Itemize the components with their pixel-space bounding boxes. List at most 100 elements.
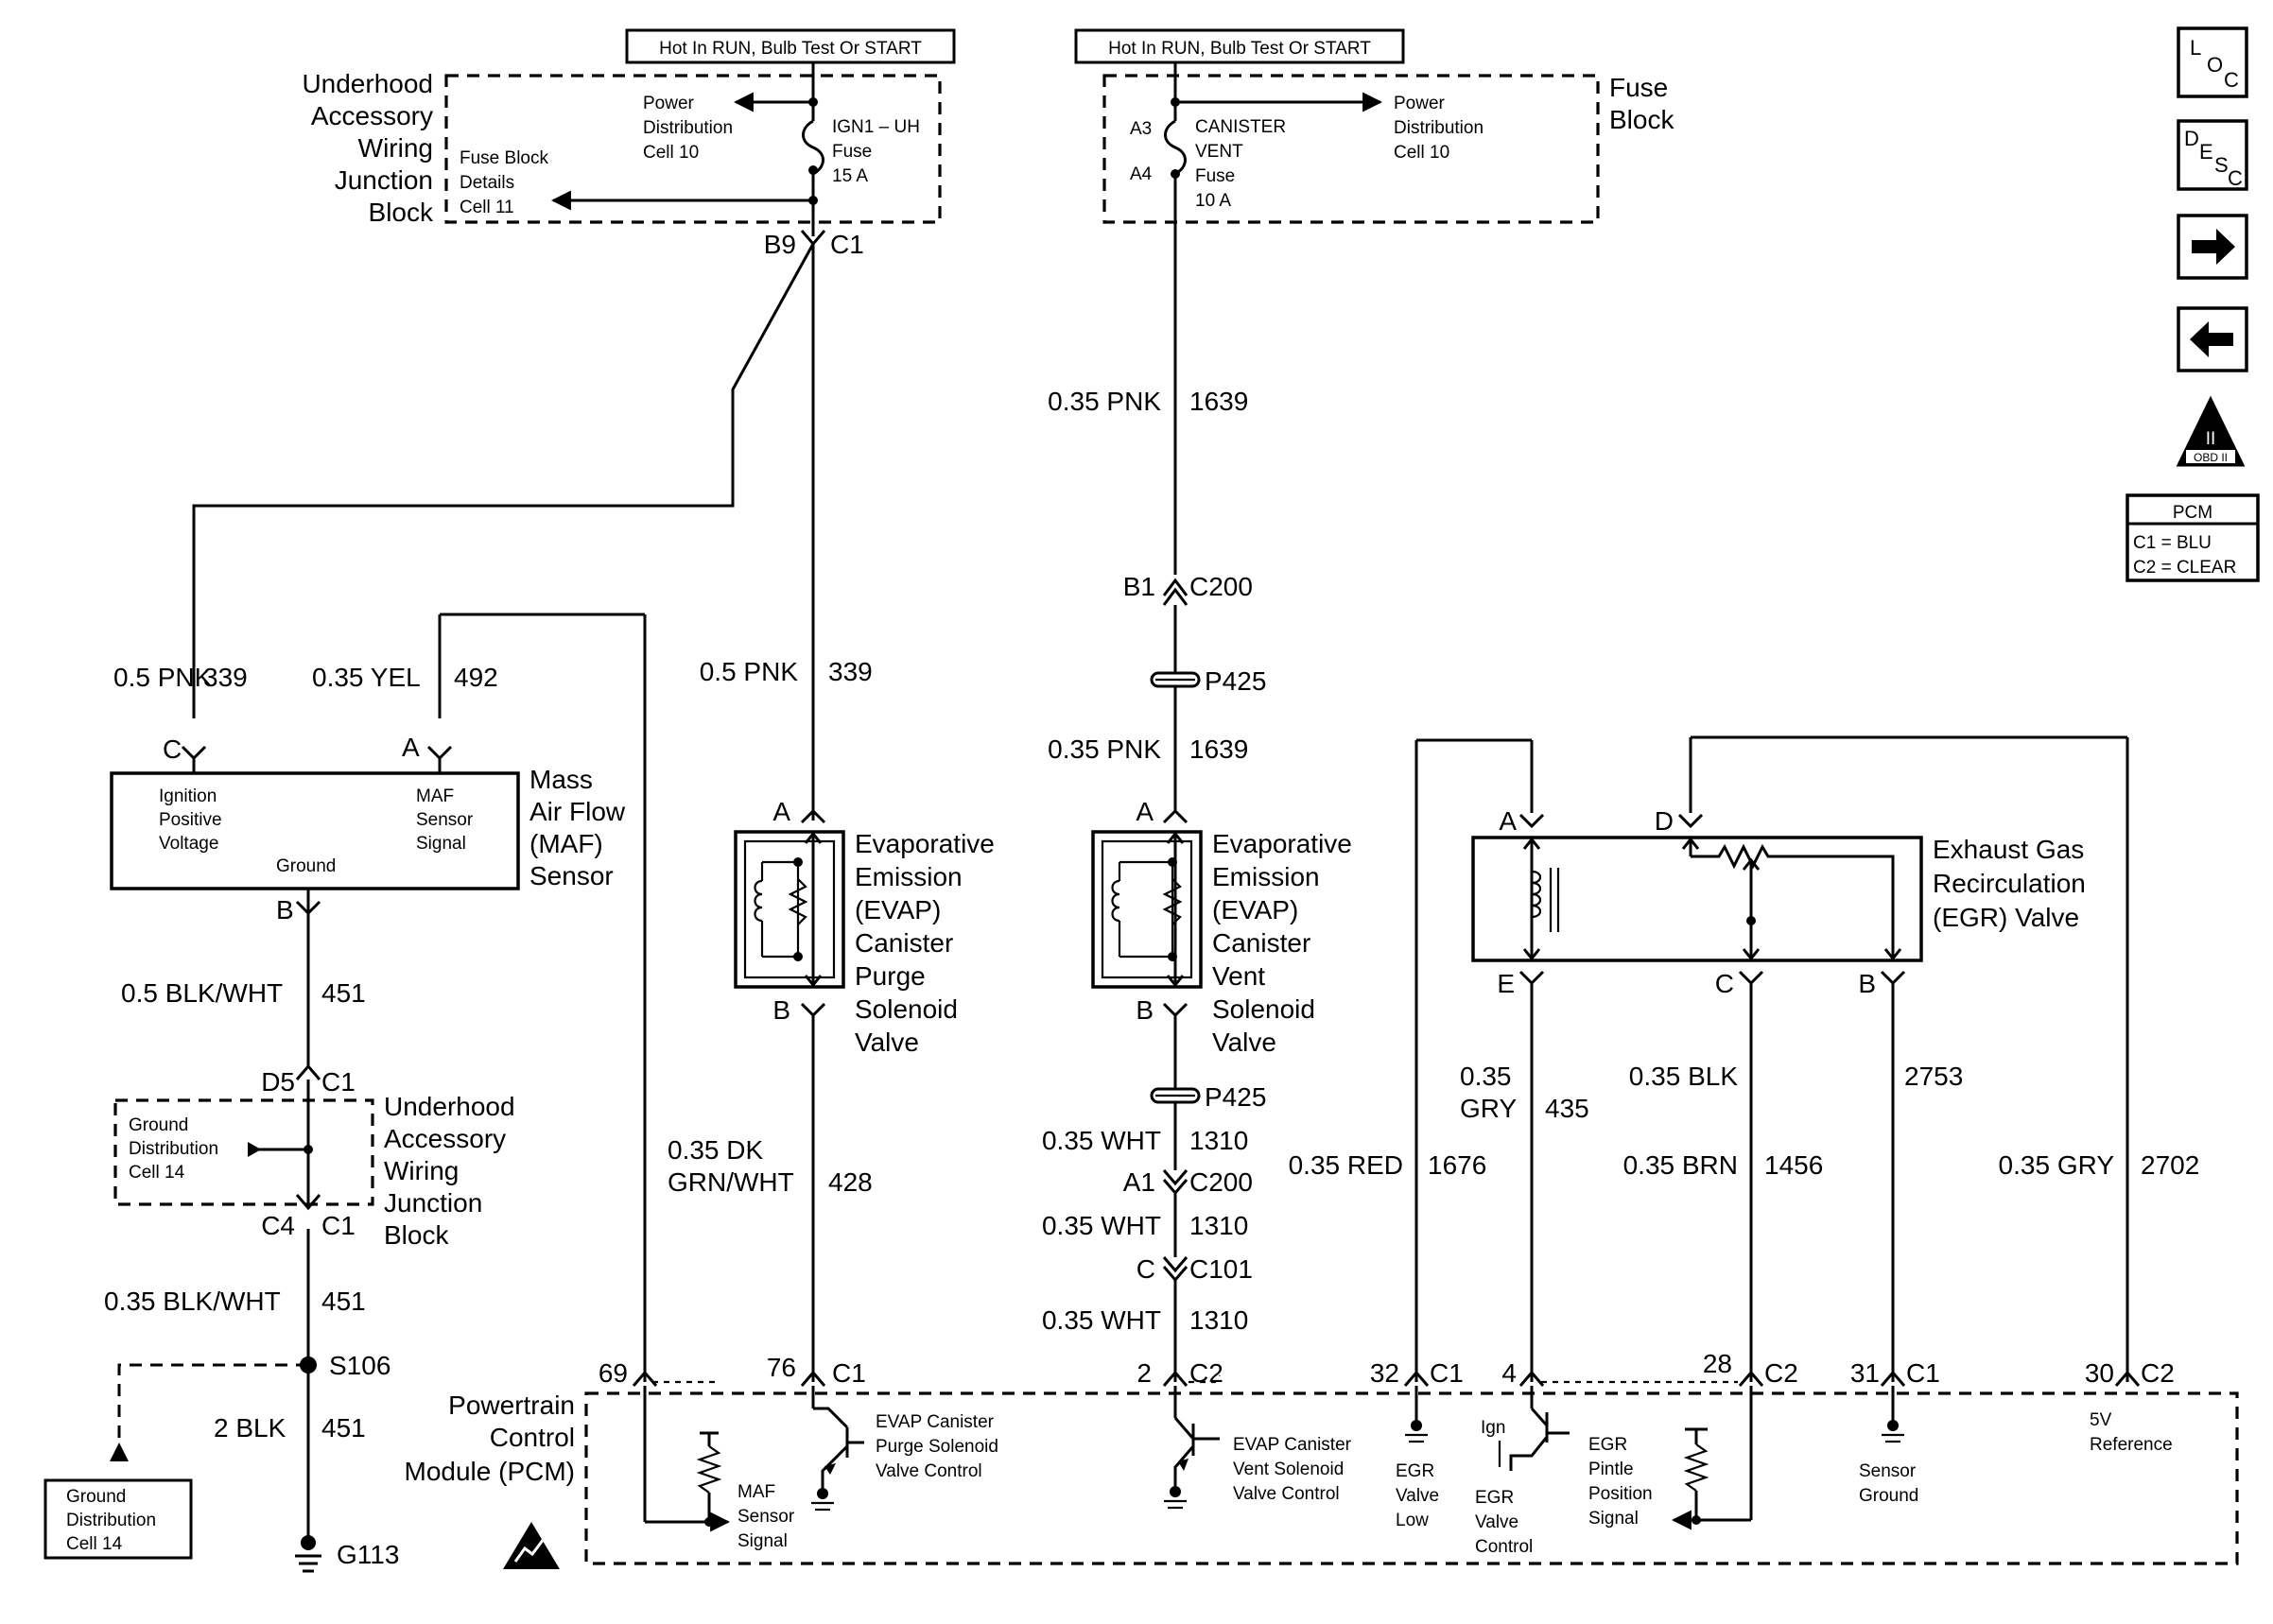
wire-1639-a-color: 0.35 PNK [1048,387,1161,416]
svg-text:Position: Position [1588,1484,1653,1504]
svg-text:Sensor: Sensor [737,1507,795,1527]
svg-text:Cell 10: Cell 10 [643,143,699,163]
svg-text:Signal: Signal [1588,1509,1639,1529]
esd-warning-icon [503,1522,560,1569]
svg-text:Sensor: Sensor [1859,1461,1917,1481]
svg-text:0.35: 0.35 [1460,1062,1512,1091]
svg-text:G113: G113 [337,1540,399,1569]
svg-text:II: II [2206,429,2216,449]
svg-text:0.35 PNK: 0.35 PNK [1048,734,1161,764]
svg-text:Exhaust Gas: Exhaust Gas [1933,835,2084,864]
svg-text:EGR: EGR [1475,1488,1514,1508]
svg-text:Distribution: Distribution [129,1139,218,1159]
svg-text:D5: D5 [261,1067,295,1097]
svg-text:O: O [2207,53,2223,77]
svg-text:31: 31 [1850,1358,1880,1388]
svg-text:Junction: Junction [335,165,433,195]
svg-text:GRY: GRY [1460,1094,1517,1123]
svg-text:Details: Details [460,173,514,193]
svg-text:C101: C101 [1189,1254,1253,1284]
svg-text:C: C [1136,1254,1155,1284]
svg-text:Purge: Purge [855,961,926,991]
svg-text:D: D [2184,127,2199,150]
connector-c200-a [1162,578,1189,606]
svg-text:Signal: Signal [737,1531,788,1551]
svg-text:Valve Control: Valve Control [1233,1484,1340,1504]
svg-text:492: 492 [454,663,498,692]
svg-text:Ign: Ign [1481,1418,1505,1438]
svg-text:P425: P425 [1205,1082,1266,1112]
svg-text:Junction: Junction [384,1188,482,1218]
svg-text:Powertrain: Powertrain [448,1391,575,1420]
svg-text:Wiring: Wiring [358,133,433,163]
svg-text:Sensor: Sensor [416,810,474,830]
svg-text:Block: Block [384,1220,449,1250]
svg-text:1310: 1310 [1189,1305,1248,1335]
top-left-fuse-block: Hot In RUN, Bulb Test Or START Underhood… [302,28,956,259]
hot-in-run-left: Hot In RUN, Bulb Test Or START [659,39,922,59]
svg-text:C: C [2224,68,2239,92]
svg-text:0.35 YEL: 0.35 YEL [312,663,421,692]
hot-in-run-right: Hot In RUN, Bulb Test Or START [1108,39,1371,59]
svg-text:B9: B9 [764,230,796,259]
svg-text:Distribution: Distribution [643,118,733,138]
svg-text:Power: Power [1394,94,1446,113]
svg-text:Reference: Reference [2090,1435,2173,1455]
svg-text:EGR: EGR [1588,1435,1627,1455]
svg-text:(MAF): (MAF) [529,829,603,858]
svg-text:30: 30 [2085,1358,2114,1388]
svg-text:1639: 1639 [1189,734,1248,764]
svg-text:428: 428 [828,1167,873,1197]
svg-text:C1: C1 [832,1358,866,1388]
svg-text:Emission: Emission [855,862,963,891]
svg-text:2: 2 [1136,1358,1152,1388]
next-button[interactable] [2177,214,2248,280]
ground-g113 [295,1535,321,1573]
svg-text:0.5 BLK/WHT: 0.5 BLK/WHT [121,978,283,1008]
svg-text:1456: 1456 [1764,1150,1823,1180]
sensor-ground-icon [1882,1420,1904,1443]
svg-text:Cell 14: Cell 14 [129,1163,185,1183]
svg-text:Low: Low [1396,1511,1429,1530]
svg-text:15 A: 15 A [832,166,868,186]
svg-text:Fuse Block: Fuse Block [460,148,548,168]
wire-339-branch [192,243,815,718]
svg-text:IGN1 – UH: IGN1 – UH [832,117,920,137]
svg-text:Ground: Ground [276,856,336,876]
svg-text:A: A [772,797,790,826]
maf-sensor: 0.5 PNK 339 0.35 YEL 492 C A Ignition Po… [110,613,647,1382]
svg-text:D: D [1655,806,1674,836]
obd-ii-button[interactable]: II OBD II [2176,395,2246,467]
svg-text:451: 451 [321,1287,366,1316]
pcm-legend: PCM C1 = BLU C2 = CLEAR [2126,493,2260,582]
svg-text:Ground: Ground [1859,1486,1918,1506]
svg-text:Emission: Emission [1212,862,1320,891]
desc-button[interactable]: D E S C [2177,119,2248,191]
loc-button[interactable]: L O C [2177,26,2248,98]
svg-text:C2 = CLEAR: C2 = CLEAR [2133,558,2236,578]
svg-text:EVAP Canister: EVAP Canister [1233,1435,1352,1455]
svg-text:B: B [772,995,790,1025]
top-right-fuse-block: Hot In RUN, Bulb Test Or START Fuse Bloc… [1074,28,1674,227]
prev-button[interactable] [2177,306,2248,372]
svg-text:Valve: Valve [1396,1486,1439,1506]
svg-text:C2: C2 [1764,1358,1798,1388]
svg-text:Positive: Positive [159,810,222,830]
connector-c101 [1162,1256,1189,1283]
svg-text:0.35 BRN: 0.35 BRN [1623,1150,1738,1180]
svg-text:1676: 1676 [1428,1150,1486,1180]
svg-text:4: 4 [1501,1358,1517,1388]
svg-text:Solenoid: Solenoid [1212,994,1315,1024]
svg-text:2702: 2702 [2141,1150,2199,1180]
svg-text:C1: C1 [1430,1358,1464,1388]
svg-text:Mass: Mass [529,765,593,794]
svg-text:PCM: PCM [2173,503,2212,523]
svg-text:P425: P425 [1205,666,1266,696]
svg-text:MAF: MAF [737,1482,775,1502]
svg-text:C: C [2228,166,2243,190]
ign-fuse-symbol [802,119,824,176]
obd-ii-icon [2176,395,2246,467]
svg-text:Sensor: Sensor [529,861,614,890]
svg-text:Accessory: Accessory [311,101,433,130]
svg-text:0.35 WHT: 0.35 WHT [1042,1126,1161,1155]
